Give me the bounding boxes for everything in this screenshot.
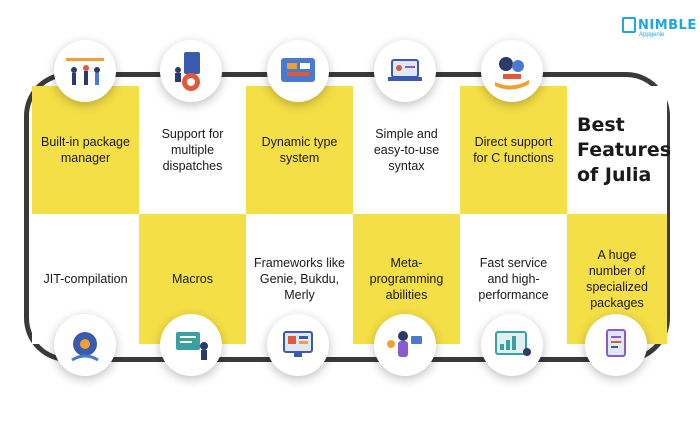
brand-name: NIMBLE [638,17,697,33]
packages-document-icon [585,314,647,376]
feature-cell-c-functions: Direct support for C functions [460,86,567,214]
feature-cell-multiple-dispatch: Support for multiple dispatches [139,86,246,214]
brand-logo-icon [622,17,636,33]
dispatch-gear-icon [160,40,222,102]
feature-label: Dynamic type system [261,135,338,165]
syntax-laptop-icon [374,40,436,102]
team-workflow-icon [54,40,116,102]
developer-screen-icon [160,314,222,376]
feature-label: Meta-programming abilities [369,256,444,302]
hand-gear-icon [481,40,543,102]
feature-cell-package-manager: Built-in package manager [32,86,139,214]
meta-programmer-icon [374,314,436,376]
page-title-text: Best Features of Julia [577,113,672,186]
feature-label: Simple and easy-to-use syntax [373,127,440,173]
feature-label: JIT-compilation [43,272,128,286]
page-title: Best Features of Julia [567,86,671,214]
feature-label: Fast service and high-performance [478,256,549,302]
feature-cell-syntax: Simple and easy-to-use syntax [353,86,460,214]
brand-sub: Appgenie [639,32,665,38]
framework-monitor-icon [267,314,329,376]
feature-label: Built-in package manager [41,135,130,165]
rocket-gear-icon [54,314,116,376]
feature-label: Direct support for C functions [473,135,554,165]
feature-label: Macros [172,272,213,286]
feature-cell-type-system: Dynamic type system [246,86,353,214]
feature-label: A huge number of specialized packages [586,248,648,310]
feature-label: Frameworks like Genie, Bukdu, Merly [254,256,345,302]
feature-label: Support for multiple dispatches [161,127,224,173]
performance-dashboard-icon [481,314,543,376]
type-system-icon [267,40,329,102]
brand-logo: NIMBLE Appgenie [622,17,697,38]
